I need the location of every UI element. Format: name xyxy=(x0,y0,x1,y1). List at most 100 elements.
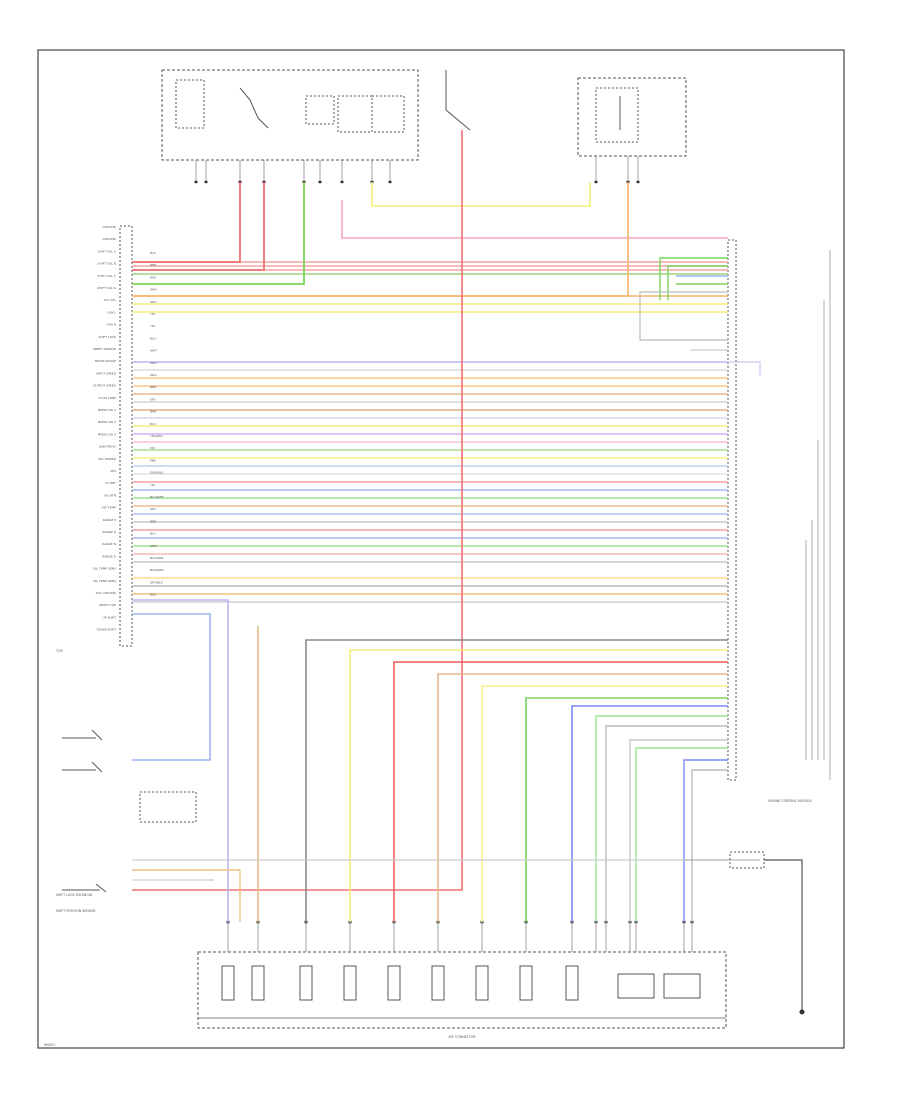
left-pin-label: SIG RTN xyxy=(104,493,116,497)
wire-code: BLU/GRN xyxy=(150,568,163,572)
left-pin-label: CAN H xyxy=(106,323,116,327)
switch-contact xyxy=(91,729,103,741)
wire-code: ORG xyxy=(150,361,157,365)
shift-lock-label: SHIFT LOCK SOLENOID xyxy=(56,893,93,897)
blue-wire xyxy=(132,613,211,761)
footer-code: W0001 xyxy=(44,1043,55,1047)
wire-code: BLK xyxy=(150,251,157,255)
left-pin-label: PRESS SW 1 xyxy=(98,408,116,412)
blue-wire xyxy=(728,361,761,376)
red-wire xyxy=(132,182,265,271)
wire-code: PNK xyxy=(150,458,157,462)
blue-wire xyxy=(683,759,728,922)
gray-wire xyxy=(305,639,728,922)
left-pin-label: TRANS RANGE xyxy=(94,359,117,363)
atf-connector-label: ATF CONNECTOR xyxy=(448,1035,476,1039)
left-pin-label: FLUID TEMP xyxy=(98,396,116,400)
ecm-connector-right xyxy=(727,239,737,781)
wire-code: YEL/RED xyxy=(150,434,163,438)
switch-contact xyxy=(91,761,103,773)
switch-contact xyxy=(95,883,107,893)
module-pin xyxy=(340,180,344,184)
module-pin xyxy=(594,180,598,184)
switch-module-box xyxy=(161,69,419,161)
wire-code: ORG xyxy=(150,300,157,304)
left-pin-label: SPEED SENSOR xyxy=(93,347,116,351)
green-wire xyxy=(659,257,728,300)
solenoid-element xyxy=(565,965,579,1001)
ground-point xyxy=(799,1009,805,1015)
yellow-wire xyxy=(371,182,591,207)
relay-element xyxy=(337,95,373,133)
wire-code: RED xyxy=(150,275,157,279)
module-pin xyxy=(204,180,208,184)
module-pin xyxy=(318,180,322,184)
ground-wire xyxy=(764,859,803,1010)
shift-switch-box xyxy=(139,791,197,823)
left-pin-label: SHIFT SOL A xyxy=(98,249,117,253)
solenoid-element xyxy=(387,965,401,1001)
tan-wire xyxy=(437,673,728,922)
wire-code: GRN xyxy=(150,288,157,292)
wire-code: BLU xyxy=(150,336,156,340)
wire-code: YEL xyxy=(150,324,156,328)
red-trunk-wire xyxy=(132,130,463,891)
left-pin-label: SHIFT SOL B xyxy=(98,262,116,266)
wire-code: BLU/WHT xyxy=(150,495,164,499)
wire-code: BRN xyxy=(150,385,156,389)
switch-contact xyxy=(239,87,269,129)
left-pin-label: VPS xyxy=(110,469,116,473)
sensor-element xyxy=(663,973,701,999)
gray-wire xyxy=(691,769,728,922)
wire-code: RED xyxy=(150,519,157,523)
left-pin-label: SHIFT SOL D xyxy=(97,286,116,290)
blue-wire xyxy=(571,705,728,922)
wire-code: RED xyxy=(150,263,157,267)
left-pin-label: RANGE N xyxy=(102,542,116,546)
wire-code: GRY xyxy=(150,397,156,401)
left-pin-label: RANGE P xyxy=(103,518,116,522)
yellow-wire xyxy=(349,649,728,922)
solenoid-element xyxy=(299,965,313,1001)
left-pin-label: SOL POWER xyxy=(98,457,116,461)
solenoid-element xyxy=(343,965,357,1001)
left-pin-label: UP SHIFT xyxy=(102,615,116,619)
left-pin-label: PRESS SW 2 xyxy=(98,420,116,424)
wire-code: BLU xyxy=(150,532,156,536)
gray-wire xyxy=(605,725,728,922)
left-pin-label: ATF TEMP xyxy=(102,506,117,510)
sensor-element xyxy=(617,973,655,999)
wire-code: BRN xyxy=(150,410,156,414)
green-wire xyxy=(595,715,728,922)
transmission-connector xyxy=(197,951,727,1029)
left-pin-label: GROUND xyxy=(102,237,116,241)
relay-element xyxy=(371,95,405,133)
left-pin-label: OIL TEMP SENS xyxy=(93,579,116,583)
green-wire xyxy=(525,697,728,922)
wire-code: YEL xyxy=(150,312,156,316)
red-wire xyxy=(132,182,241,263)
left-pin-label: SOL GROUND xyxy=(96,591,117,595)
wire-code: BLK/GRN xyxy=(150,556,163,560)
shift-pos-label: SHIFT POSITION SENSOR xyxy=(56,909,96,913)
red-wire xyxy=(393,661,728,922)
diagram-frame xyxy=(37,49,845,1049)
sensor-module-box xyxy=(577,77,687,157)
left-pin-label: RANGE D xyxy=(102,554,116,558)
left-pin-label: SHIFT SOL C xyxy=(98,274,117,278)
relay-element xyxy=(305,95,335,125)
green-wire xyxy=(667,265,728,300)
blue-wire xyxy=(132,599,229,922)
connector-lead xyxy=(445,70,471,131)
solenoid-element xyxy=(251,965,265,1001)
wire-code: ORG xyxy=(150,373,157,377)
module-pin xyxy=(194,180,198,184)
orange-wire xyxy=(132,182,629,297)
left-pin-label: INPUT SPEED xyxy=(96,371,116,375)
tcm-label: TCM xyxy=(55,649,63,653)
wire-code: GRY xyxy=(150,507,156,511)
yellow-wire xyxy=(481,685,728,922)
wire-code: VIO xyxy=(150,446,156,450)
module-pin xyxy=(636,180,640,184)
gray-wire xyxy=(629,739,728,922)
